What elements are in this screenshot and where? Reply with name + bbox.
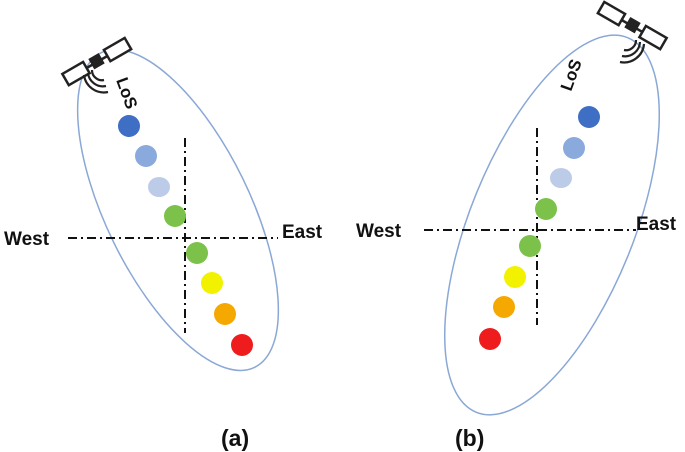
panel-b-dot-8	[479, 328, 501, 350]
panel-a-dot-4	[164, 205, 186, 227]
panel-a-dot-2	[135, 145, 157, 167]
panel-a-satellite-icon	[60, 36, 133, 87]
panel-a-los-label: LoS	[112, 75, 141, 112]
panel-b-caption: (b)	[455, 425, 484, 451]
panel-b-dot-4	[535, 198, 557, 220]
panel-a-dot-8	[231, 334, 253, 356]
panel-b-east-label: East	[636, 214, 677, 235]
panel-b-dot-6	[504, 266, 526, 288]
panel-a-los-ellipse	[76, 48, 280, 372]
panel-b-dot-1	[578, 106, 600, 128]
panel-b-dot-3	[550, 168, 572, 188]
panel-b-satellite-icon	[596, 0, 669, 51]
panel-a-dot-7	[214, 303, 236, 325]
panel-a-dot-5	[186, 242, 208, 264]
panel-a-dot-1	[118, 115, 140, 137]
panel-b-signal-waves-icon	[619, 39, 646, 64]
panel-a-dot-6	[201, 272, 223, 294]
panel-a-dot-3	[148, 177, 170, 197]
panel-b: LoS West East (b)	[356, 0, 677, 451]
panel-b-dot-5	[519, 235, 541, 257]
panel-a: LoS West East (a)	[4, 36, 323, 451]
panel-a-caption: (a)	[221, 425, 249, 451]
panel-b-los-ellipse	[443, 34, 661, 416]
panel-a-signal-waves-icon	[82, 69, 109, 94]
panel-b-dot-2	[563, 137, 585, 159]
panel-b-west-label: West	[356, 221, 402, 242]
panel-b-dot-7	[493, 296, 515, 318]
panel-a-east-label: East	[282, 222, 323, 243]
panel-a-west-label: West	[4, 229, 50, 250]
